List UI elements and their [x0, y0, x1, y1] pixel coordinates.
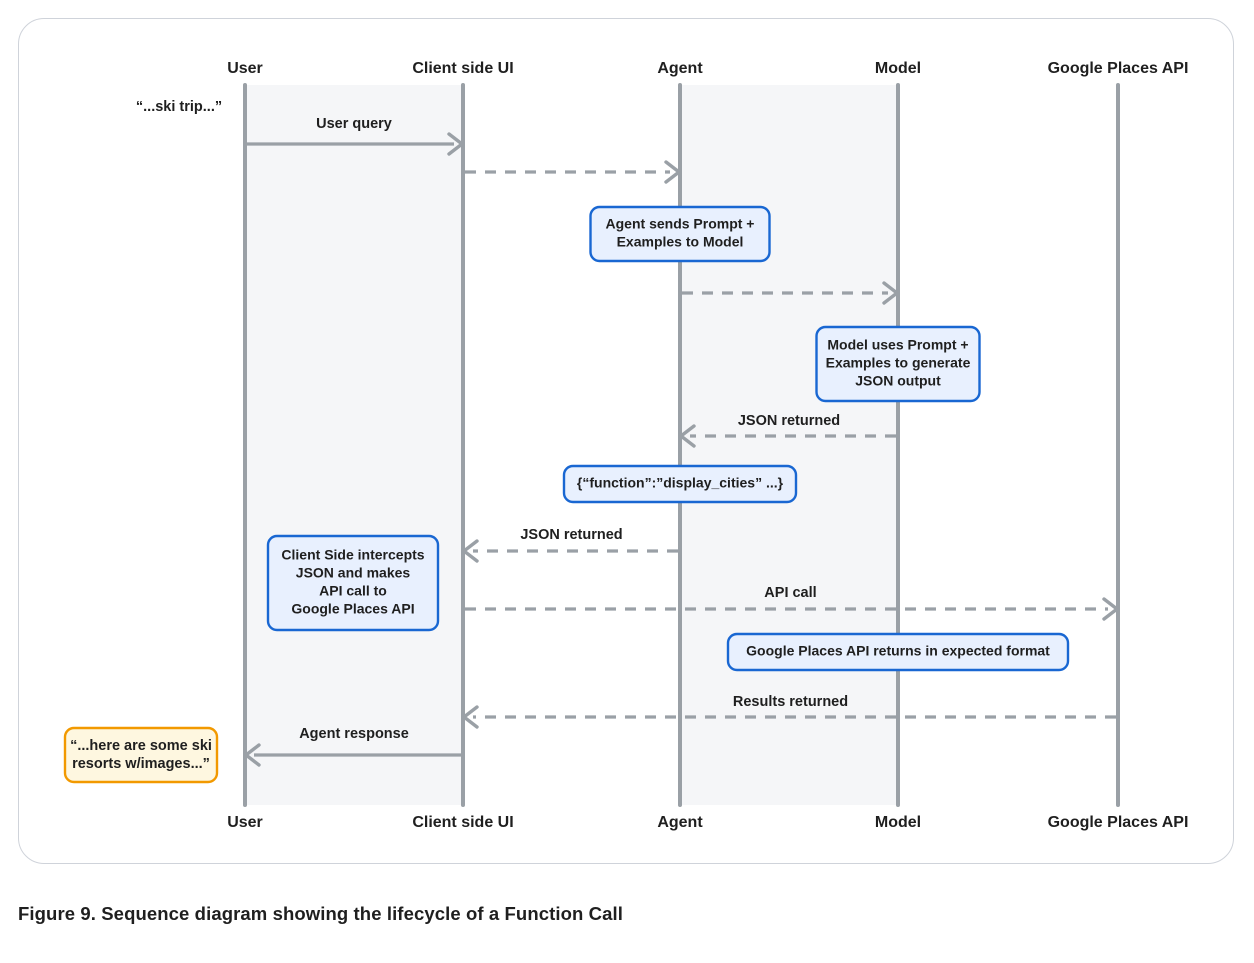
note-line-note-function-json-0: {“function”:”display_cities” ...}: [577, 475, 784, 491]
message-json-returned-agent-client: [462, 539, 678, 563]
message-arrowhead-api-call: [1102, 597, 1119, 621]
message-arrowhead-json-returned-model-agent: [679, 424, 696, 448]
message-user-query: [247, 132, 464, 156]
message-api-call: [465, 597, 1119, 621]
note-note-model-uses-prompt: Model uses Prompt + Examples to generateJ…: [815, 325, 981, 403]
lane-label-top-client-side-ui: Client side UI: [412, 60, 513, 77]
note-line-note-model-uses-prompt-2: JSON output: [855, 373, 941, 389]
lane-label-bottom-google-places-api: Google Places API: [1048, 814, 1189, 831]
actor-quote-quote-ski-resorts: “...here are some ski resorts w/images...…: [63, 726, 219, 784]
message-label-json-returned-agent-client: JSON returned: [520, 527, 622, 543]
note-line-note-client-side-intercepts-0: Client Side intercepts: [281, 547, 424, 563]
note-note-agent-sends-prompt: Agent sends Prompt + Examples to Model: [589, 205, 771, 263]
note-line-note-agent-sends-prompt-1: Examples to Model: [617, 234, 744, 250]
note-line-note-agent-sends-prompt-0: Agent sends Prompt +: [606, 216, 755, 232]
note-box-note-client-side-intercepts: [266, 534, 440, 632]
activation-band-agent-model: [680, 85, 898, 805]
note-box-note-google-places-returns: [726, 632, 1070, 672]
lane-label-bottom-model: Model: [875, 814, 921, 831]
actor-quote-line-quote-ski-resorts-1: resorts w/images...”: [72, 756, 210, 772]
lane-label-top-google-places-api: Google Places API: [1048, 60, 1189, 77]
activation-band-user-client-side-ui: [245, 85, 463, 805]
message-label-user-query: User query: [316, 116, 392, 132]
note-line-note-model-uses-prompt-1: Examples to generate: [826, 355, 971, 371]
message-json-returned-model-agent: [679, 424, 896, 448]
message-arrowhead-client-to-agent: [664, 160, 681, 184]
note-line-note-client-side-intercepts-3: Google Places API: [291, 601, 414, 617]
lane-label-bottom-client-side-ui: Client side UI: [412, 814, 513, 831]
note-line-note-google-places-returns-0: Google Places API returns in expected fo…: [746, 643, 1050, 659]
note-box-note-model-uses-prompt: [815, 325, 981, 403]
note-box-note-agent-sends-prompt: [589, 205, 771, 263]
actor-quote-box-quote-ski-resorts: [63, 726, 219, 784]
message-label-api-call: API call: [764, 585, 816, 601]
message-client-to-agent: [465, 160, 681, 184]
lane-label-top-agent: Agent: [657, 60, 703, 77]
message-results-returned: [462, 705, 1116, 729]
figure-caption: Figure 9. Sequence diagram showing the l…: [18, 903, 623, 924]
lane-label-top-user: User: [227, 60, 263, 77]
actor-quote-line-quote-ski-resorts-0: “...here are some ski: [70, 738, 212, 754]
message-label-json-returned-model-agent: JSON returned: [738, 413, 840, 429]
actor-quote-line-quote-ski-trip-0: “...ski trip...”: [136, 99, 222, 115]
message-arrowhead-json-returned-agent-client: [462, 539, 479, 563]
actor-quote-quote-ski-trip: “...ski trip...”: [136, 99, 222, 115]
message-arrowhead-agent-response: [244, 743, 261, 767]
message-label-results-returned: Results returned: [733, 694, 848, 710]
message-label-agent-response: Agent response: [299, 726, 409, 742]
lane-label-bottom-user: User: [227, 814, 263, 831]
note-note-function-json: {“function”:”display_cities” ...}: [562, 464, 798, 504]
note-line-note-client-side-intercepts-2: API call to: [319, 583, 387, 599]
note-box-note-function-json: [562, 464, 798, 504]
message-arrowhead-agent-to-model: [882, 281, 899, 305]
message-arrowhead-user-query: [447, 132, 464, 156]
lane-label-bottom-agent: Agent: [657, 814, 703, 831]
message-arrowhead-results-returned: [462, 705, 479, 729]
note-line-note-client-side-intercepts-1: JSON and makes: [296, 565, 411, 581]
note-note-google-places-returns: Google Places API returns in expected fo…: [726, 632, 1070, 672]
message-agent-to-model: [682, 281, 899, 305]
note-line-note-model-uses-prompt-0: Model uses Prompt +: [827, 337, 968, 353]
lane-label-top-model: Model: [875, 60, 921, 77]
message-agent-response: [244, 743, 461, 767]
